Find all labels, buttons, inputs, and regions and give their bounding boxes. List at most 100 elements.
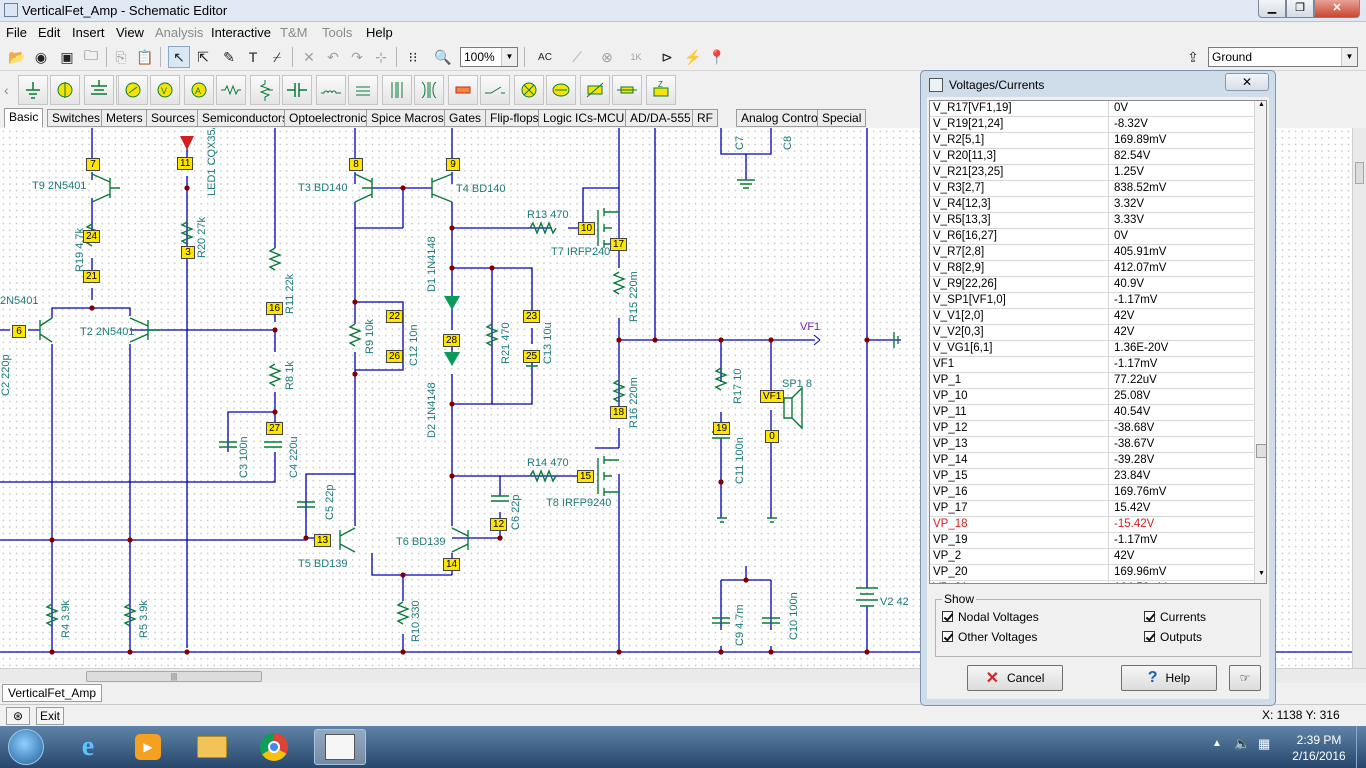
switch-icon[interactable] [480,75,510,105]
currents-checkbox[interactable]: Currents [1144,610,1206,624]
help-button[interactable]: ? Help [1121,665,1217,691]
voltage-row[interactable]: V_R2[5,1]169.89mV [930,133,1254,149]
impedance-icon[interactable]: Z [646,75,676,105]
tab-rf[interactable]: RF [692,109,718,127]
vertical-scroll-thumb[interactable] [1355,162,1364,184]
node-marker[interactable]: 23 [523,310,541,323]
show-desktop-button[interactable] [1356,726,1366,768]
text-icon[interactable]: T [248,49,258,65]
other-voltages-checkbox[interactable]: Other Voltages [942,630,1037,644]
tab-gates[interactable]: Gates [444,109,487,127]
voltage-row[interactable]: VP_14-39.28V [930,453,1254,469]
voltage-row[interactable]: V_R21[23,25]1.25V [930,165,1254,181]
node-marker[interactable]: 26 [386,350,404,363]
menu-insert[interactable]: Insert [72,25,105,40]
node-marker[interactable]: 14 [443,558,461,571]
open-recent-icon[interactable]: 🗀 [84,47,98,63]
chrome-icon[interactable] [248,729,300,765]
probe-icon[interactable]: ⟋ [572,48,582,65]
select-pointer-icon[interactable]: ↖ [168,46,190,68]
menu-view[interactable]: View [116,25,144,40]
ground-tool-icon[interactable]: ⇪ [1187,48,1199,65]
voltage-row[interactable]: V_SP1[VF1,0]-1.17mV [930,293,1254,309]
scroll-down-icon[interactable]: ▼ [1258,570,1265,577]
tab-spice-macros[interactable]: Spice Macros [366,109,449,127]
menu-tools[interactable]: Tools [322,25,353,40]
menu-edit[interactable]: Edit [38,25,61,40]
node-marker[interactable]: 15 [577,470,595,483]
scroll-up-icon[interactable]: ▲ [1258,101,1265,108]
resistor-value-icon[interactable]: 1K [622,46,650,68]
schematic-editor-taskbar-icon[interactable] [314,729,366,765]
tab-ad-da[interactable]: AD/DA-555 [625,109,696,127]
menu-tm[interactable]: T&M [280,25,308,40]
file-explorer-icon[interactable] [186,729,238,765]
menu-help[interactable]: Help [366,25,393,40]
node-marker[interactable]: 19 [713,422,731,435]
tab-semiconductors[interactable]: Semiconductors [197,109,294,127]
tab-special[interactable]: Special [817,109,867,127]
horizontal-scroll-thumb[interactable]: ||| [86,671,262,682]
ground-component-icon[interactable] [18,75,48,105]
node-marker[interactable]: 16 [266,302,284,315]
tab-meters[interactable]: Meters [101,109,148,127]
voltage-row[interactable]: V_R6[16,27]0V [930,229,1254,245]
node-marker[interactable]: 3 [181,246,195,259]
voltage-row[interactable]: VP_18-15.42V [930,517,1254,533]
motor-icon[interactable] [546,75,576,105]
node-marker[interactable]: 7 [86,158,100,171]
grid-scroll-thumb[interactable] [1256,444,1266,458]
node-marker[interactable]: 13 [314,534,332,547]
network-icon[interactable]: ▦ [1258,736,1271,751]
tray-expand-icon[interactable]: ▲ [1212,738,1222,749]
zoom-select[interactable]: 100% ▼ [460,47,518,67]
potentiometer-icon[interactable] [250,75,280,105]
node-marker[interactable]: 0 [765,430,779,443]
voltage-row[interactable]: V_V2[0,3]42V [930,325,1254,341]
node-marker[interactable]: 24 [83,230,101,243]
pin-icon[interactable]: 📍 [708,48,726,65]
tab-sources[interactable]: Sources [146,109,201,127]
node-marker[interactable]: 6 [12,325,26,338]
save-icon[interactable]: ▣ [60,48,74,65]
zoom-icon[interactable]: 🔍 [434,48,452,65]
pen-icon[interactable]: ✎ [223,48,235,65]
menu-analysis[interactable]: Analysis [155,25,204,40]
meter-component-icon[interactable] [118,75,148,105]
circuit-icon[interactable]: ⊛ [6,707,30,725]
voltage-row[interactable]: V_R9[22,26]40.9V [930,277,1254,293]
internet-explorer-icon[interactable]: e [81,731,95,762]
ground-select[interactable]: Ground ▼ [1208,47,1358,67]
node-marker[interactable]: 9 [446,158,460,171]
hand-pointer-button[interactable]: ☞ [1229,665,1261,691]
maximize-button[interactable]: ❐ [1286,0,1314,18]
tab-basic[interactable]: Basic [4,108,44,128]
tab-analog-control[interactable]: Analog Control [736,109,826,127]
wire-pointer-icon[interactable]: ⇱ [197,48,209,65]
voltage-row[interactable]: V_R5[13,3]3.33V [930,213,1254,229]
vertical-scrollbar[interactable] [1352,128,1366,668]
paste-icon[interactable]: 📋 [136,48,154,65]
web-open-icon[interactable]: ◉ [34,48,48,65]
nodal-voltages-checkbox[interactable]: Nodal Voltages [942,610,1039,624]
node-marker[interactable]: 25 [523,350,541,363]
redo-icon[interactable]: ↷ [351,48,363,65]
node-marker[interactable]: 10 [578,222,596,235]
voltmeter-icon[interactable]: V [150,75,180,105]
voltage-row[interactable]: VP_13-38.67V [930,437,1254,453]
varistor-icon[interactable] [580,75,610,105]
scroll-left-icon[interactable]: ‹ [4,82,9,98]
capacitor-icon[interactable] [282,75,312,105]
node-marker[interactable]: 11 [177,157,194,170]
menu-file[interactable]: File [6,25,27,40]
ac-analysis-icon[interactable]: AC [528,46,562,68]
electrolytic-cap-icon[interactable] [348,75,378,105]
